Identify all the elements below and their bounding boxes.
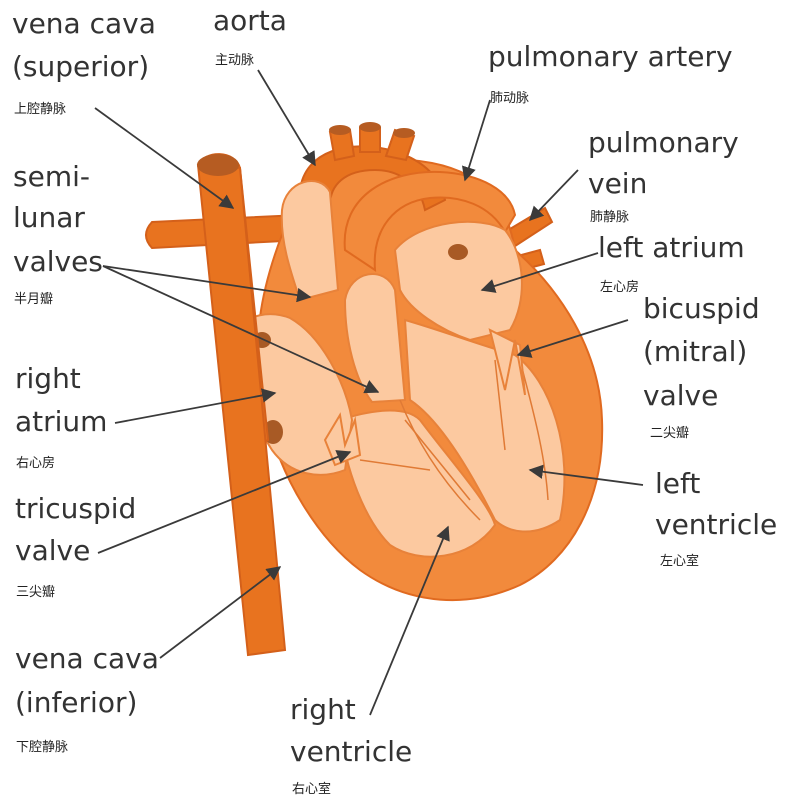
label-bicuspid-zh: 二尖瓣: [650, 426, 689, 441]
label-right-atrium-2: atrium: [15, 405, 107, 438]
arrow-pulmonary-artery: [461, 99, 491, 182]
label-aorta-zh: 主动脉: [215, 53, 254, 68]
label-semilunar-3: valves: [13, 245, 103, 278]
aorta-opening-1: [329, 125, 351, 135]
septum-line: [399, 399, 481, 521]
arrow-tricuspid: [97, 450, 352, 554]
label-vena-cava-inferior-zh: 下腔静脉: [16, 740, 68, 755]
label-left-ventricle-1: left: [655, 467, 700, 500]
heart-shape: [145, 122, 604, 657]
label-vena-cava-inferior-2: (inferior): [15, 686, 137, 719]
pulmonary-trunk: [343, 170, 517, 272]
arrow-semilunar-1: [102, 265, 312, 303]
pulmonary-valve-region: [343, 273, 407, 404]
chorda-line-3: [494, 359, 506, 451]
label-bicuspid-2: (mitral): [643, 335, 747, 368]
label-pulmonary-vein-1: pulmonary: [588, 126, 739, 159]
aorta-opening-2: [359, 122, 381, 132]
arrow-vena-cava-superior: [94, 107, 235, 209]
label-pulmonary-vein-2: vein: [588, 167, 647, 200]
arrow-aorta: [257, 69, 316, 167]
label-bicuspid-3: valve: [643, 379, 718, 412]
label-right-ventricle-zh: 右心室: [292, 781, 331, 797]
pulmonary-vein-opening: [448, 244, 468, 260]
arrow-pulmonary-vein: [529, 169, 579, 222]
label-tricuspid-2: valve: [15, 534, 90, 567]
arrow-semilunar-2: [102, 265, 380, 394]
svc-top-opening: [197, 154, 239, 176]
label-bicuspid-1: bicuspid: [643, 292, 760, 325]
label-right-ventricle-1: right: [290, 693, 356, 726]
chorda-line-2: [359, 459, 431, 471]
arrow-left-atrium: [480, 252, 599, 293]
label-left-atrium: left atrium: [598, 231, 745, 264]
label-semilunar-1: semi-: [13, 160, 90, 193]
label-left-ventricle-2: ventricle: [655, 508, 777, 541]
arrow-right-atrium: [114, 388, 277, 424]
label-tricuspid-zh: 三尖瓣: [16, 585, 55, 600]
label-vena-cava-inferior-1: vena cava: [15, 642, 159, 675]
label-semilunar-2: lunar: [13, 201, 85, 234]
label-vena-cava-superior-zh: 上腔静脉: [14, 102, 66, 117]
arrow-bicuspid: [516, 319, 629, 358]
label-left-atrium-zh: 左心房: [600, 279, 639, 295]
aorta-ascending: [280, 180, 340, 302]
label-pulmonary-artery: pulmonary artery: [488, 40, 733, 73]
label-right-ventricle-2: ventricle: [290, 735, 412, 768]
arrow-left-ventricle: [528, 464, 644, 486]
label-left-ventricle-zh: 左心室: [660, 553, 699, 569]
label-vena-cava-superior-2: (superior): [12, 50, 149, 83]
label-pulmonary-artery-zh: 肺动脉: [490, 91, 529, 106]
label-pulmonary-vein-zh: 肺静脉: [590, 210, 629, 225]
chorda-line-1: [404, 419, 471, 501]
label-tricuspid-1: tricuspid: [15, 492, 136, 525]
labels: vena cava (superior) 上腔静脉 aorta 主动脉 pulm…: [12, 4, 777, 797]
label-semilunar-zh: 半月瓣: [14, 292, 53, 307]
arrow-right-ventricle: [369, 525, 450, 716]
arrow-vena-cava-inferior: [159, 566, 282, 659]
pointer-arrows: [94, 69, 644, 716]
bicuspid-valve-flaps: [488, 328, 526, 396]
aorta-opening-3: [393, 128, 415, 138]
label-right-atrium-zh: 右心房: [16, 455, 55, 471]
label-vena-cava-superior-1: vena cava: [12, 7, 156, 40]
label-aorta: aorta: [213, 4, 287, 37]
label-right-atrium-1: right: [15, 362, 81, 395]
right-ventricle-chamber: [338, 409, 497, 558]
left-ventricle-chamber: [403, 318, 566, 533]
